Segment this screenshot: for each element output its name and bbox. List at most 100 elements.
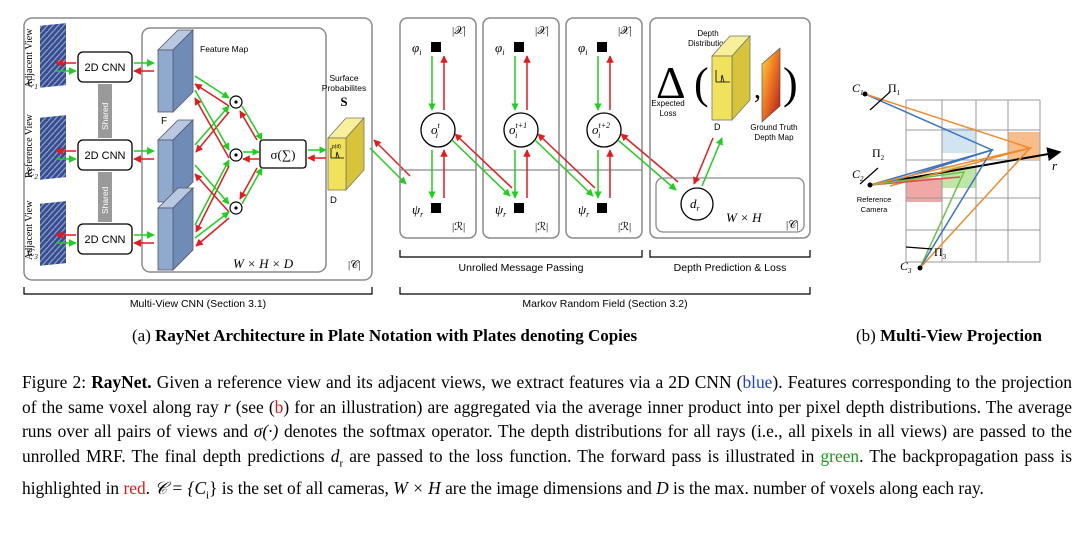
mrf-cross-arrows bbox=[451, 133, 679, 197]
caption-text-9: } is the set of all cameras, bbox=[209, 477, 394, 498]
caption-text-11: is the max. number of voxels along each … bbox=[668, 477, 984, 498]
F-label: F bbox=[161, 116, 167, 127]
cnn-dims-label: W × H × D bbox=[233, 256, 294, 271]
subcaption-a-title: RayNet Architecture in Plate Notation wi… bbox=[155, 326, 638, 345]
expected-loss-label-1: Expected bbox=[651, 99, 684, 108]
caption-text-8: . bbox=[145, 477, 155, 498]
shared-label-top: Shared bbox=[100, 102, 110, 130]
cnn-box-3-label: 2D CNN bbox=[85, 234, 126, 246]
figure-title: RayNet. bbox=[91, 372, 152, 392]
ground-truth-depth-map bbox=[761, 47, 781, 123]
proj-pi3-label: Π3 bbox=[934, 245, 947, 261]
cnn-plate-label: |𝒞| bbox=[348, 259, 360, 271]
subcaption-b-prefix: (b) bbox=[856, 326, 881, 345]
adjacent-view-bottom-label: Adjacent View bbox=[24, 200, 35, 260]
surface-D-label: D bbox=[330, 195, 337, 206]
caption-ref-b[interactable]: b bbox=[274, 396, 284, 417]
o-node-2 bbox=[503, 112, 539, 148]
caption-dr: d bbox=[330, 445, 340, 466]
mrf-plates bbox=[399, 17, 643, 239]
dr-node bbox=[680, 187, 714, 221]
proj-c2-label: C2 bbox=[852, 167, 864, 183]
caption-wxh: W × H bbox=[393, 477, 441, 498]
depth-plate-label: |𝒞| bbox=[786, 219, 798, 231]
surface-mini-label: p(d) bbox=[332, 144, 341, 150]
psi-factor-1 bbox=[431, 203, 441, 213]
cnn-bracket-label: Multi-View CNN (Section 3.1) bbox=[130, 298, 266, 310]
figure-label: Figure 2: bbox=[22, 372, 92, 392]
dot-softmax-arrows bbox=[239, 105, 263, 205]
psi-factor-2 bbox=[514, 203, 524, 213]
fm-dot-arrows bbox=[194, 75, 230, 247]
proj-ref-label-1: Reference bbox=[857, 195, 892, 204]
dr-to-loss-fwd bbox=[701, 137, 723, 187]
plate-X-label-1: |𝒳| bbox=[452, 25, 466, 37]
phi-label-1: φi bbox=[412, 40, 421, 57]
cnn-box-2-label: 2D CNN bbox=[85, 150, 126, 162]
depth-loss-bracket bbox=[649, 250, 811, 258]
raynet-figure: Adjacent View Reference View Adjacent Vi… bbox=[23, 17, 1062, 310]
feature-map-1 bbox=[157, 29, 194, 113]
caption-red-word: red bbox=[123, 477, 146, 498]
reference-view-label: Reference View bbox=[24, 113, 35, 178]
close-paren: ) bbox=[783, 59, 798, 108]
caption-dr-sub: r bbox=[339, 457, 344, 470]
dr-node-label: dr bbox=[690, 196, 701, 213]
projection-rays bbox=[859, 91, 1062, 269]
gt-label-1: Ground Truth bbox=[750, 123, 797, 132]
subcaption-a: (a) RayNet Architecture in Plate Notatio… bbox=[132, 326, 637, 346]
figure-caption: Figure 2: RayNet. Given a reference view… bbox=[22, 370, 1072, 508]
plate-R-label-1: |ℛ| bbox=[452, 221, 465, 233]
cnn-box-1-label: 2D CNN bbox=[85, 62, 126, 74]
caption-green-word: green bbox=[820, 445, 860, 466]
depth-plate bbox=[649, 17, 811, 239]
caption-text-5: denotes the softmax operator. The depth … bbox=[22, 421, 1073, 466]
expected-loss-label-2: Loss bbox=[660, 109, 677, 118]
psi-label-2: ψr bbox=[495, 202, 507, 219]
cnn-bracket bbox=[23, 287, 373, 295]
surface-symbol: S bbox=[340, 94, 347, 109]
reference-view-image bbox=[40, 115, 66, 180]
phi-factor-3 bbox=[597, 42, 607, 52]
psi-label-3: ψr bbox=[578, 202, 590, 219]
caption-blue-word: blue bbox=[742, 372, 773, 392]
loss-to-dr-back bbox=[693, 137, 714, 185]
depth-distribution-label-1: Depth bbox=[697, 29, 718, 38]
feature-map-3 bbox=[157, 187, 194, 271]
feature-map-2 bbox=[157, 119, 194, 203]
depth-distribution-label-2: Distribution bbox=[688, 39, 728, 48]
depth-distribution-volume bbox=[711, 34, 751, 122]
o-node-3 bbox=[586, 112, 622, 148]
proj-c1-label: C1 bbox=[852, 81, 864, 97]
proj-ref-label-2: Camera bbox=[861, 205, 889, 214]
phi-label-2: φi bbox=[495, 40, 504, 57]
caption-text-1: Given a reference view and its adjacent … bbox=[151, 372, 743, 392]
surface-title-2: Probabilites bbox=[322, 83, 366, 93]
proj-c3-label: C3 bbox=[900, 259, 912, 275]
psi-factor-3 bbox=[597, 203, 607, 213]
camera-1-point bbox=[862, 91, 868, 97]
phi-factor-2 bbox=[514, 42, 524, 52]
feature-map-label-1: Feature Map bbox=[200, 44, 248, 54]
caption-text-7: . The backpropagation pass is highlighte… bbox=[22, 445, 1073, 498]
feature-map-label: Feature Map bbox=[200, 44, 248, 54]
plate-R-label-3: |ℛ| bbox=[618, 221, 631, 233]
shared-bar-bottom bbox=[98, 172, 112, 222]
caption-camera-set-sub: i bbox=[206, 489, 210, 502]
caption-d-var: D bbox=[656, 477, 669, 498]
inner-product-node-2 bbox=[229, 148, 243, 162]
depth-D-label: D bbox=[714, 122, 721, 132]
cnn-box-3: 2D CNN bbox=[77, 223, 133, 255]
camera-2-point bbox=[867, 182, 873, 188]
caption-text-6: are passed to the loss function. The for… bbox=[343, 445, 821, 466]
phi-label-3: φi bbox=[578, 40, 587, 57]
mrf-bracket bbox=[399, 287, 811, 295]
subcaption-a-prefix: (a) bbox=[132, 326, 156, 345]
comma: , bbox=[754, 74, 761, 105]
mrf-bracket-label: Markov Random Field (Section 3.2) bbox=[522, 298, 687, 310]
